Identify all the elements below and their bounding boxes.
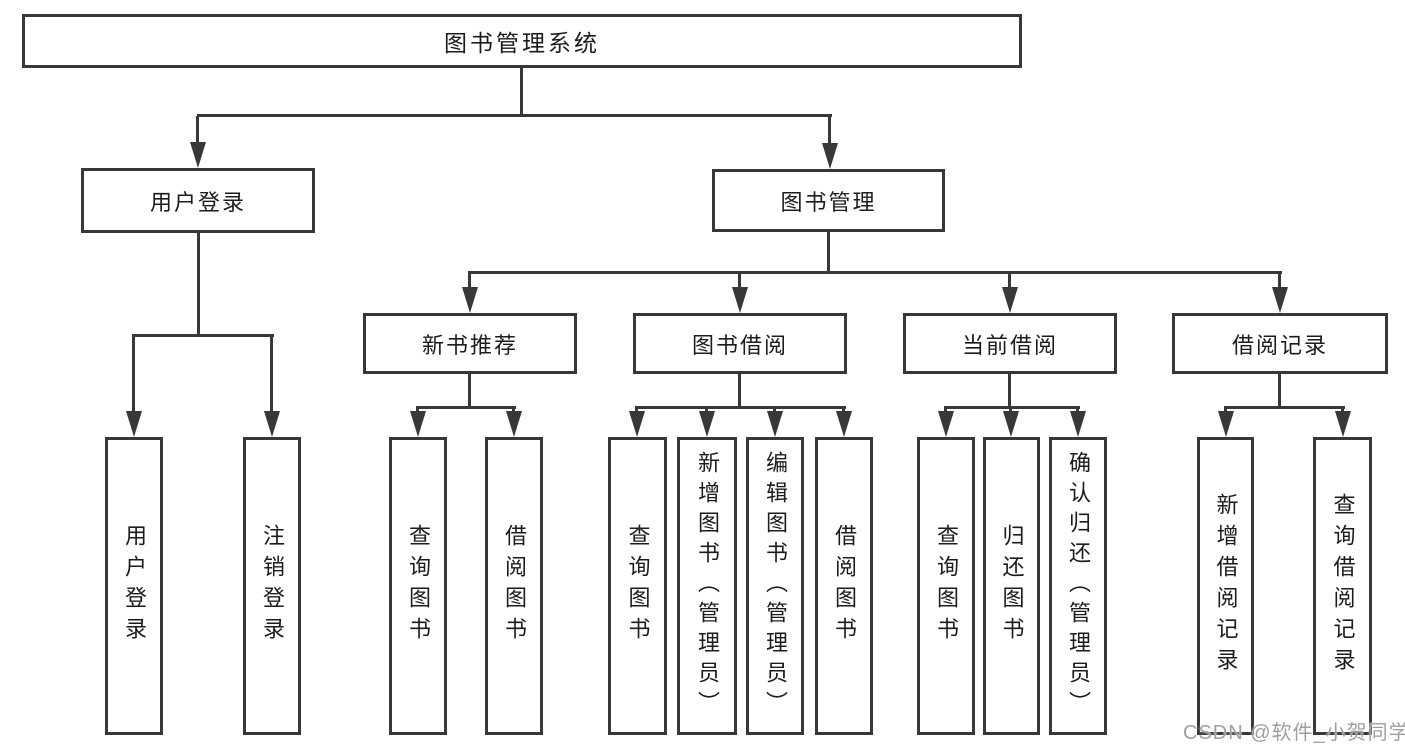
arrowhead xyxy=(190,142,206,168)
node-leaf-current-query-books-label: 查询图书 xyxy=(934,524,959,648)
connector-records-stem xyxy=(1278,374,1281,408)
connector-arrow-shaft xyxy=(1008,273,1011,299)
node-leaf-current-confirm-return-label: 确认归还（管理员） xyxy=(1066,451,1091,721)
node-current-borrow-label: 当前借阅 xyxy=(961,332,1058,358)
connector-arrow-shaft xyxy=(132,336,135,425)
node-leaf-records-add-record-label: 新增借阅记录 xyxy=(1213,493,1239,679)
node-leaf-records-add-record: 新增借阅记录 xyxy=(1197,437,1254,735)
arrowhead xyxy=(462,287,478,313)
arrowhead xyxy=(836,411,852,437)
node-leaf-borrow-add-books: 新增图书（管理员） xyxy=(677,437,737,735)
node-new-book-recommend: 新书推荐 xyxy=(363,313,577,374)
connector-arrow-shaft xyxy=(196,116,199,154)
node-leaf-recommend-query-books: 查询图书 xyxy=(389,437,447,735)
connector-borrow-stem xyxy=(738,374,741,408)
connector-current-stem xyxy=(1008,374,1011,408)
connector-records-branch xyxy=(1224,406,1345,409)
node-new-book-recommend-label: 新书推荐 xyxy=(421,332,518,358)
node-root-label: 图书管理系统 xyxy=(444,30,600,56)
node-leaf-borrow-edit-books-label: 编辑图书（管理员） xyxy=(763,451,788,721)
arrowhead xyxy=(1218,411,1234,437)
node-leaf-current-query-books: 查询图书 xyxy=(917,437,975,735)
connector-recommend-branch xyxy=(416,406,516,409)
connector-arrow-shaft xyxy=(468,273,471,299)
node-leaf-borrow-edit-books: 编辑图书（管理员） xyxy=(746,437,804,735)
arrowhead xyxy=(1003,411,1019,437)
node-book-borrow-label: 图书借阅 xyxy=(691,332,788,358)
node-leaf-borrow-borrow-books: 借阅图书 xyxy=(815,437,873,735)
connector-root-branch xyxy=(197,114,832,117)
arrowhead xyxy=(938,411,954,437)
node-borrow-records: 借阅记录 xyxy=(1172,313,1388,374)
arrowhead xyxy=(126,411,142,437)
arrowhead xyxy=(1070,411,1086,437)
node-root: 图书管理系统 xyxy=(22,14,1022,68)
arrowhead xyxy=(629,411,645,437)
node-leaf-recommend-borrow-books-label: 借阅图书 xyxy=(502,524,527,648)
node-book-management: 图书管理 xyxy=(712,169,945,232)
arrowhead xyxy=(264,411,280,437)
connector-arrow-shaft xyxy=(1278,273,1281,299)
arrowhead xyxy=(1002,287,1018,313)
connector-arrow-shaft xyxy=(828,116,831,154)
connector-userlogin-branch xyxy=(132,334,274,337)
arrowhead xyxy=(1335,411,1351,437)
connector-current-branch xyxy=(944,406,1080,409)
arrowhead xyxy=(822,143,838,169)
node-leaf-borrow-add-books-label: 新增图书（管理员） xyxy=(695,451,720,721)
node-leaf-recommend-borrow-books: 借阅图书 xyxy=(485,437,543,735)
connector-recommend-stem xyxy=(468,374,471,408)
arrowhead xyxy=(699,411,715,437)
node-borrow-records-label: 借阅记录 xyxy=(1231,332,1328,358)
connector-userlogin-stem xyxy=(197,233,200,336)
node-book-management-label: 图书管理 xyxy=(780,189,877,215)
connector-bookmgmt-stem xyxy=(827,232,830,273)
connector-root-stem xyxy=(520,68,523,117)
node-user-login-label: 用户登录 xyxy=(149,189,246,215)
arrowhead xyxy=(767,411,783,437)
connector-arrow-shaft xyxy=(738,273,741,299)
node-user-login: 用户登录 xyxy=(81,168,315,233)
node-leaf-logout: 注销登录 xyxy=(243,437,301,735)
node-leaf-user-login: 用户登录 xyxy=(105,437,163,735)
node-leaf-current-return-books: 归还图书 xyxy=(983,437,1040,735)
connector-borrow-branch xyxy=(635,406,846,409)
arrowhead xyxy=(1272,287,1288,313)
node-leaf-borrow-query-books: 查询图书 xyxy=(608,437,667,735)
node-leaf-current-confirm-return: 确认归还（管理员） xyxy=(1049,437,1107,735)
node-leaf-borrow-borrow-books-label: 借阅图书 xyxy=(832,524,857,648)
csdn-watermark: CSDN @软件_小贺同学 xyxy=(1183,722,1405,744)
node-leaf-logout-label: 注销登录 xyxy=(260,524,285,648)
arrowhead xyxy=(410,411,426,437)
node-leaf-borrow-query-books-label: 查询图书 xyxy=(625,524,651,648)
node-book-borrow: 图书借阅 xyxy=(633,313,847,374)
connector-bookmgmt-branch xyxy=(468,271,1282,274)
node-leaf-recommend-query-books-label: 查询图书 xyxy=(406,524,431,648)
node-leaf-user-login-label: 用户登录 xyxy=(122,524,147,648)
node-leaf-current-return-books-label: 归还图书 xyxy=(999,524,1025,648)
node-leaf-records-query-record-label: 查询借阅记录 xyxy=(1330,493,1356,679)
connector-arrow-shaft xyxy=(270,336,273,425)
node-current-borrow: 当前借阅 xyxy=(903,313,1117,374)
arrowhead xyxy=(732,287,748,313)
node-leaf-records-query-record: 查询借阅记录 xyxy=(1313,437,1372,735)
arrowhead xyxy=(506,411,522,437)
